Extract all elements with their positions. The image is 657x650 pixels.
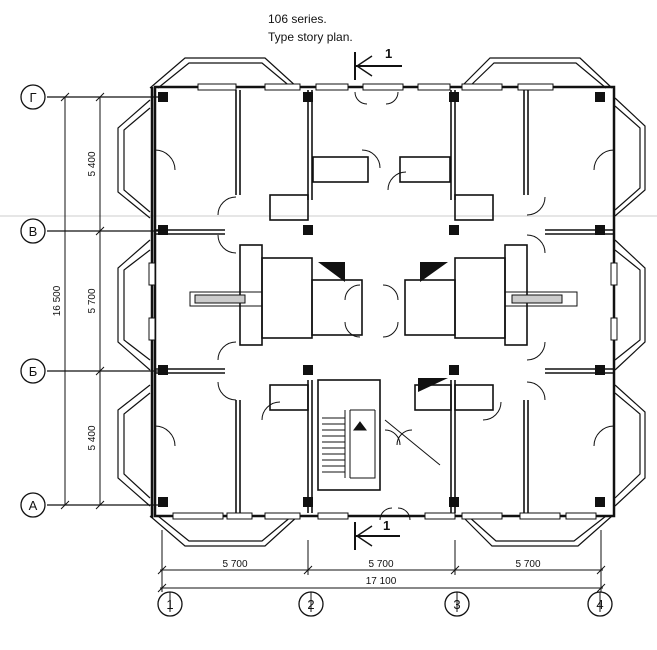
dim-horizontal-middle: 5 700: [368, 559, 393, 570]
bay-windows: [117, 57, 646, 547]
dim-vertical-total: 16 500: [52, 285, 63, 316]
duct-wedges: [318, 262, 448, 392]
section-mark-bottom: [354, 522, 400, 550]
row-axis-g-label: Г: [29, 90, 36, 105]
column-axes: [157, 591, 613, 617]
column-axis-1-label: 1: [166, 597, 173, 612]
dim-vertical-top: 5 400: [87, 151, 98, 176]
plan-title-line2: Type story plan.: [268, 30, 353, 44]
dim-vertical-bottom: 5 400: [87, 425, 98, 450]
column-axis-2-label: 2: [307, 597, 314, 612]
vertical-dimensions: [60, 92, 105, 510]
row-axis-b-label: Б: [29, 364, 38, 379]
column-axis-3-label: 3: [453, 597, 460, 612]
horizontal-dimensions: [157, 530, 606, 612]
column-axis-4-label: 4: [596, 597, 603, 612]
interior-walls: [155, 90, 614, 513]
dim-vertical-middle: 5 700: [87, 288, 98, 313]
section-mark-top: [354, 52, 402, 80]
staircase: [322, 409, 441, 479]
row-axis-a-label: А: [29, 498, 38, 513]
section-mark-bottom-label: 1: [383, 518, 390, 533]
dim-horizontal-total: 17 100: [366, 576, 397, 587]
door-swings: [154, 91, 615, 521]
window-segments: [148, 83, 618, 520]
plan-title-line1: 106 series.: [268, 12, 327, 26]
row-axis-v-label: В: [29, 224, 38, 239]
dim-horizontal-left: 5 700: [222, 559, 247, 570]
section-mark-top-label: 1: [385, 46, 392, 61]
dim-horizontal-right: 5 700: [515, 559, 540, 570]
lift-shafts: [189, 291, 578, 307]
